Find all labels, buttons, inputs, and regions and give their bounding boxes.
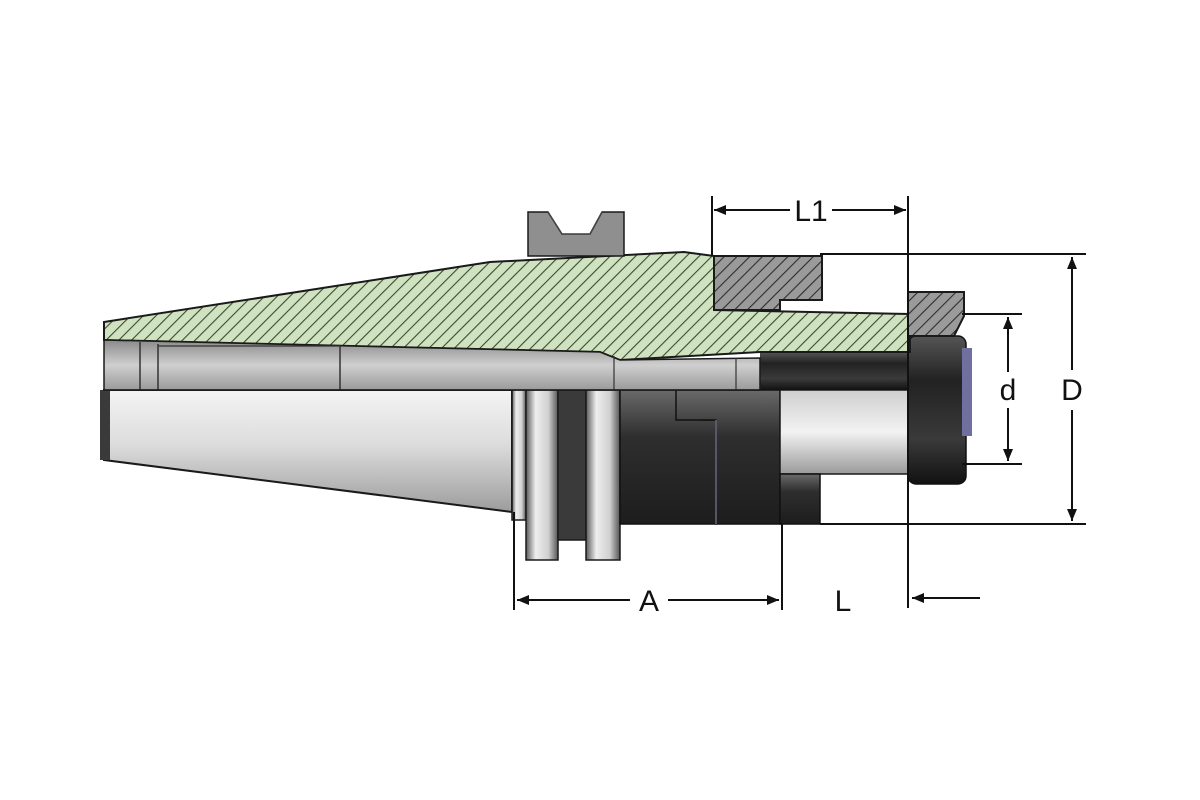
label-L: L xyxy=(835,585,852,618)
body-exterior xyxy=(619,389,781,525)
label-L1: L1 xyxy=(794,195,827,228)
label-A: A xyxy=(639,585,659,618)
arbor-exterior xyxy=(779,389,911,525)
clamping-screw xyxy=(760,335,972,485)
flange-exterior xyxy=(511,389,621,561)
internal-bore xyxy=(103,339,761,391)
label-D: D xyxy=(1061,374,1083,407)
drive-key xyxy=(527,211,625,257)
label-d: d xyxy=(1000,374,1017,407)
taper-exterior xyxy=(100,389,513,514)
dimension-lines xyxy=(513,196,1086,610)
dimension-labels: L1 d D A L xyxy=(639,195,1083,618)
